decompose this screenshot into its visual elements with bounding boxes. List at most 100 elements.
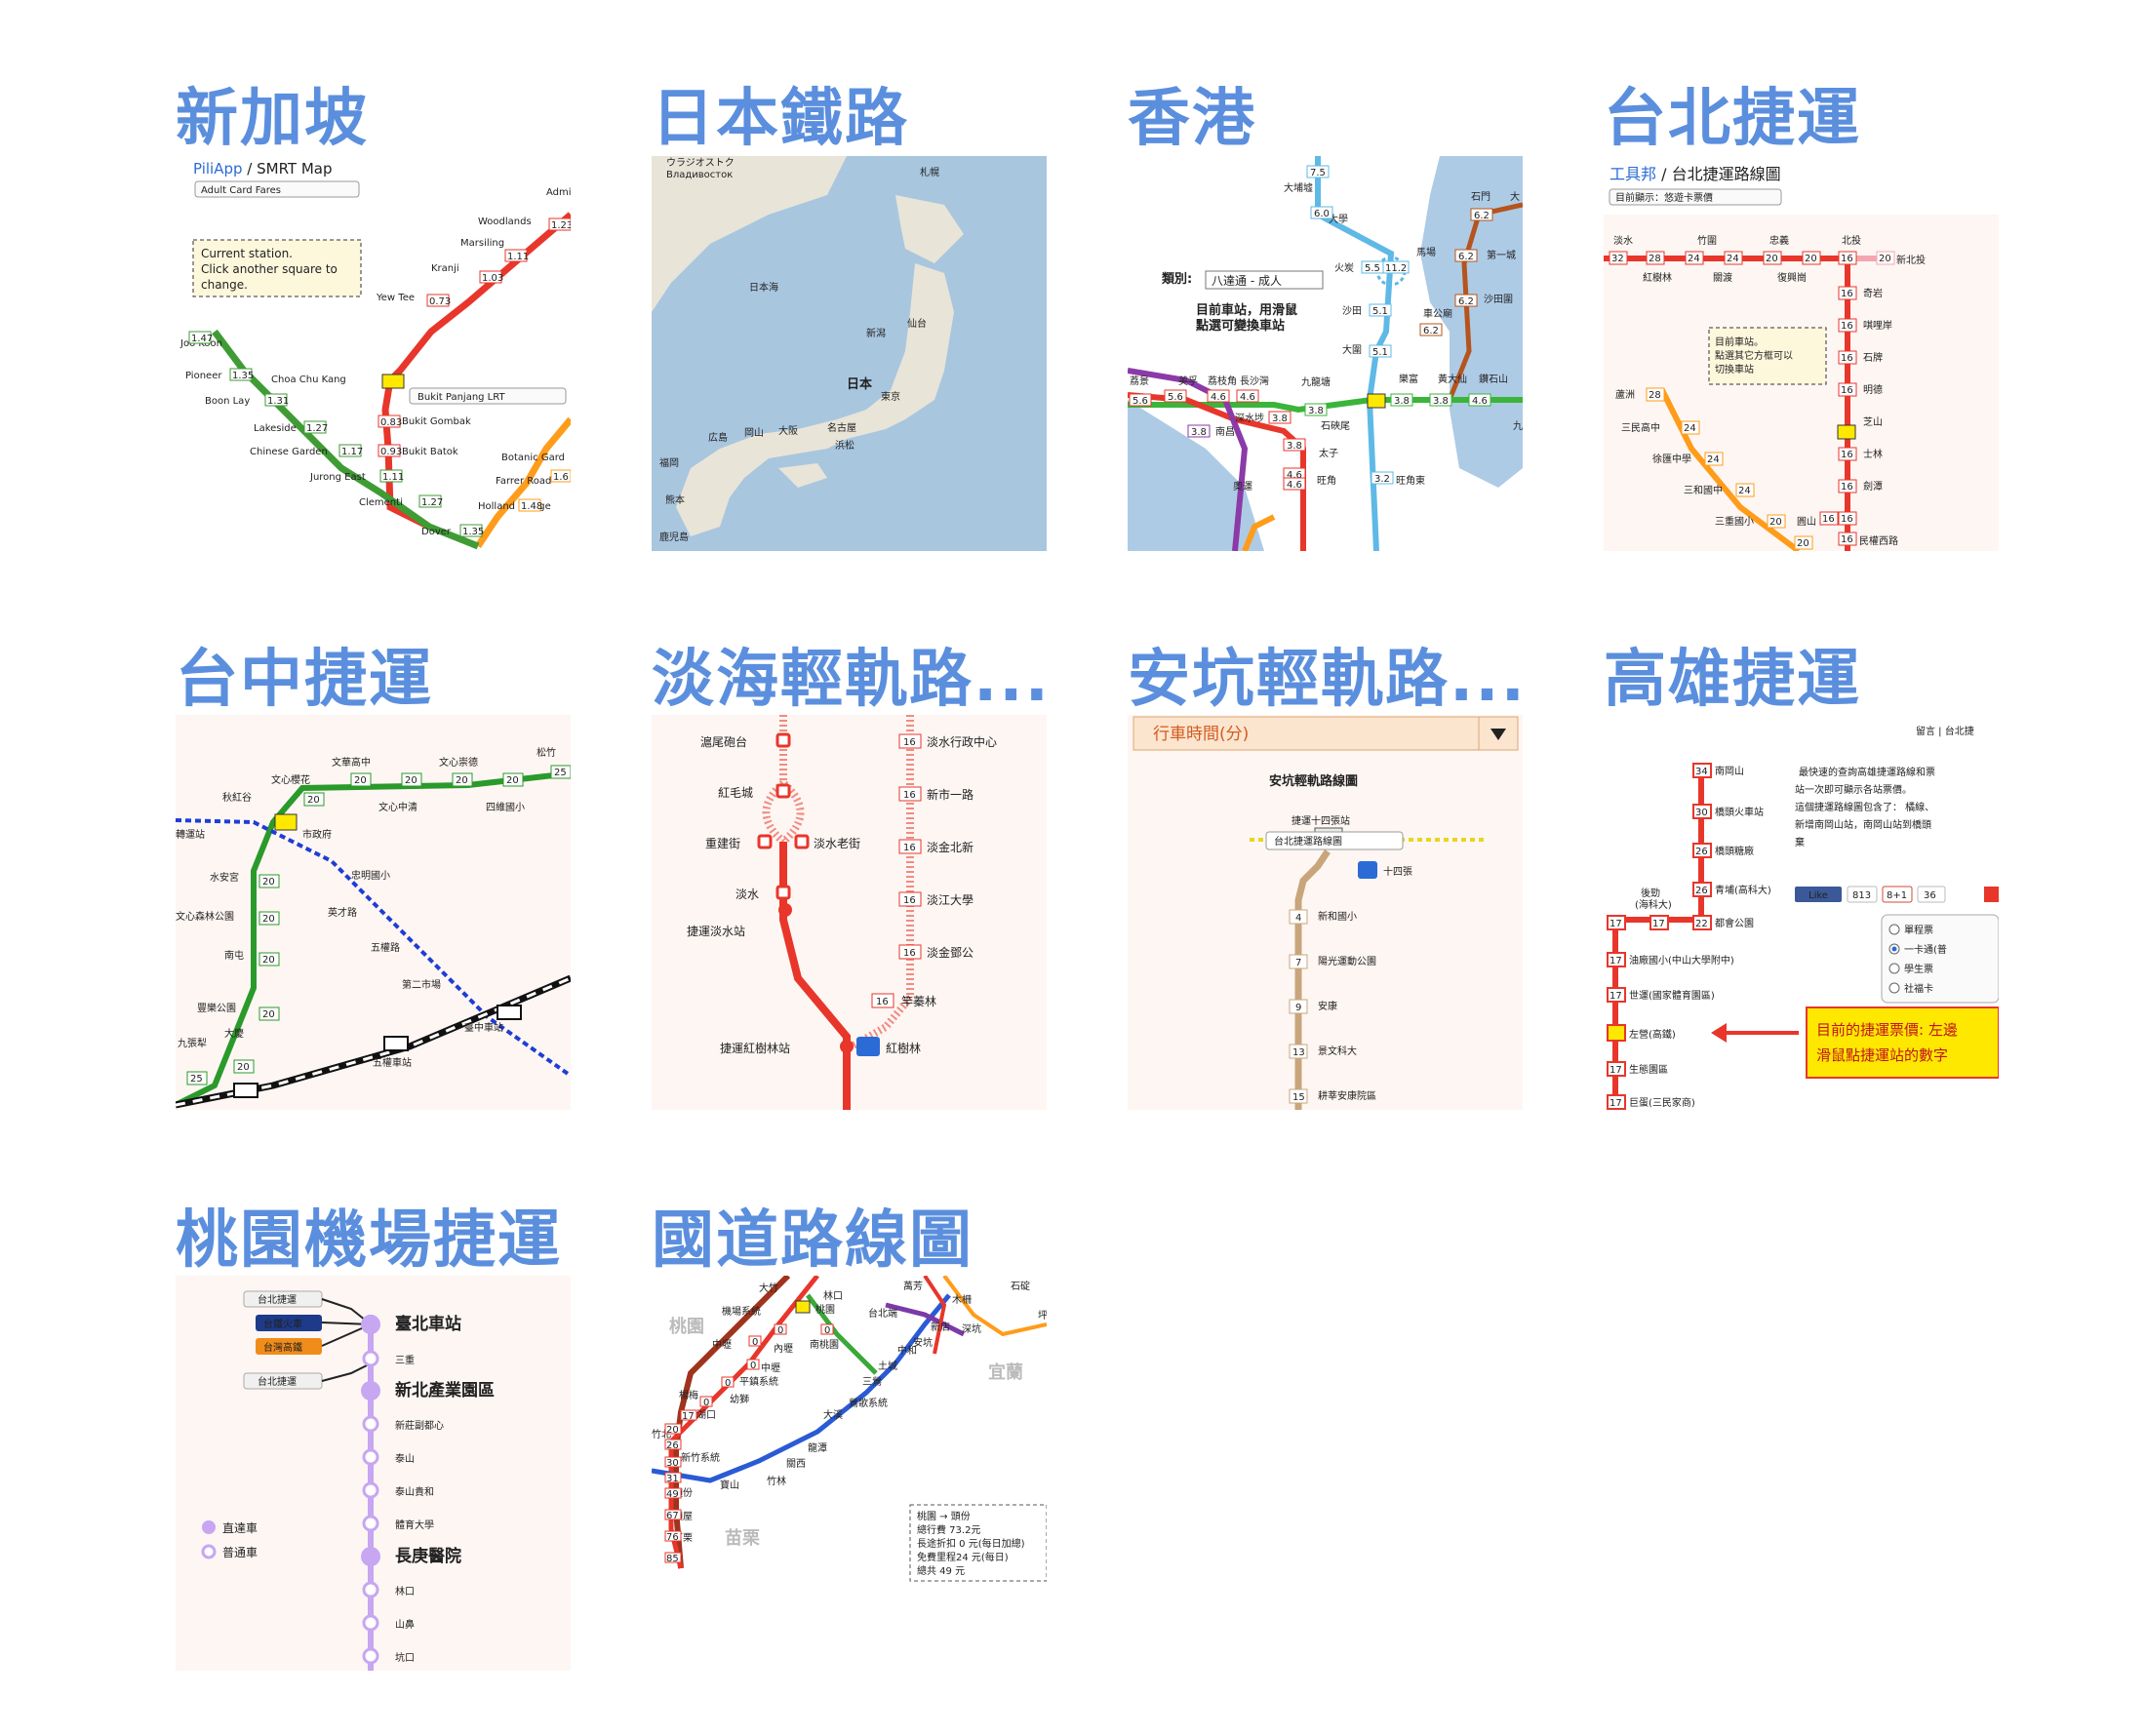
svg-text:30: 30 [1695,808,1708,818]
tile-title[interactable]: 新加坡 [176,83,369,155]
svg-text:31: 31 [666,1474,679,1484]
svg-text:5.6: 5.6 [1168,392,1183,403]
tile-taipei-metro[interactable]: 台北捷運 工具邦 / 台北捷運路線圖 目前顯示：悠遊卡票價 目前車站。 點選其它… [1604,68,2013,556]
svg-text:30: 30 [666,1458,679,1469]
svg-text:新潟: 新潟 [866,327,886,339]
svg-text:學生票: 學生票 [1904,963,1933,975]
taipei-map-thumbnail[interactable]: 工具邦 / 台北捷運路線圖 目前顯示：悠遊卡票價 目前車站。 點選其它方框可以 … [1604,156,1999,551]
svg-text:16: 16 [1841,353,1853,364]
svg-text:平鎮系統: 平鎮系統 [739,1375,778,1388]
svg-text:生態園區: 生態園區 [1629,1063,1668,1076]
hongkong-map-thumbnail[interactable]: 類別: 八達通 - 成人 目前車站，用滑鼠 點選可變換車站 大埔墟 大學 火炭 … [1128,156,1523,551]
svg-text:20: 20 [307,795,320,806]
tile-title[interactable]: 淡海輕軌路... [652,644,1051,716]
tile-danhai-lrt[interactable]: 淡海輕軌路... 滬尾砲台 紅毛城 重建街 淡水老街 淡水 捷運淡水站 捷運紅樹… [652,629,1061,1117]
svg-text:圓山: 圓山 [1797,516,1816,528]
tile-title[interactable]: 國道路線圖 [652,1204,974,1277]
svg-text:石牌: 石牌 [1863,351,1883,364]
tile-title[interactable]: 安坑輕軌路... [1128,644,1527,716]
svg-text:Jurong East: Jurong East [309,472,366,483]
svg-text:豐樂公園: 豐樂公園 [197,1002,236,1014]
svg-text:新莊副都心: 新莊副都心 [395,1419,444,1432]
svg-text:67: 67 [666,1511,679,1521]
svg-text:復興崗: 復興崗 [1777,271,1807,284]
svg-text:24: 24 [1727,254,1739,264]
svg-text:浜松: 浜松 [835,439,854,452]
svg-text:油廠國小(中山大學附中): 油廠國小(中山大學附中) [1629,954,1734,967]
svg-text:台鐵火車: 台鐵火車 [263,1318,302,1330]
kaohsiung-map-thumbnail[interactable]: 留言 | 台北捷 34 30 26 26 22 17 17 17 17 17 1… [1604,715,1999,1110]
svg-text:桃園 → 頭份: 桃園 → 頭份 [917,1510,971,1522]
taichung-map-thumbnail[interactable]: 文華高中 文心崇德 松竹 文心櫻花 秋紅谷 文心中清 四維國小 市政府 轉運站 … [176,715,571,1110]
svg-text:札幌: 札幌 [920,166,939,178]
tile-hong-kong[interactable]: 香港 類別: 八達通 - 成人 目前車站，用滑鼠 點選可變換車站 大埔墟 大學 … [1128,68,1537,556]
svg-text:Click another square to: Click another square to [201,262,338,276]
tile-title[interactable]: 高雄捷運 [1604,644,1861,716]
svg-text:20: 20 [456,775,468,786]
svg-text:土城: 土城 [878,1360,897,1372]
ankeng-map-thumbnail[interactable]: 行車時間(分) 安坑輕軌路線圖 捷運十四張站 台北捷運路線圖 十四張 新和國小 … [1128,715,1523,1110]
svg-text:28: 28 [1649,390,1661,401]
tile-title[interactable]: 日本鐵路 [652,83,909,155]
svg-text:ウラジオストク: ウラジオストク [666,157,735,169]
svg-text:20: 20 [1879,254,1891,264]
svg-text:5.5: 5.5 [1365,263,1380,274]
svg-text:20: 20 [237,1062,250,1073]
danhai-map-thumbnail[interactable]: 滬尾砲台 紅毛城 重建街 淡水老街 淡水 捷運淡水站 捷運紅樹林站 淡水行政中心… [652,715,1047,1110]
svg-text:3.8: 3.8 [1272,414,1288,424]
tile-kaohsiung-metro[interactable]: 高雄捷運 留言 | 台北捷 34 30 26 26 22 17 17 17 17… [1604,629,2013,1117]
svg-text:13: 13 [1292,1047,1305,1058]
tile-taichung-metro[interactable]: 台中捷運 文華高中 文心崇德 松竹 文心櫻花 秋紅谷 文心中清 四維國小 市政府… [176,629,585,1117]
svg-text:楊梅: 楊梅 [679,1389,698,1401]
tile-title[interactable]: 香港 [1128,83,1256,155]
svg-text:26: 26 [1695,886,1708,896]
svg-text:20: 20 [1797,538,1809,549]
svg-text:7.5: 7.5 [1310,168,1326,178]
svg-text:20: 20 [354,775,367,786]
svg-text:棄: 棄 [1795,836,1805,848]
japan-map-thumbnail[interactable]: ウラジオストク Владивосток 札幌 日本海 仙台 新潟 日本 東京 名… [652,156,1047,551]
tile-title[interactable]: 桃園機場捷運 [176,1204,562,1277]
svg-text:都會公園: 都會公園 [1715,917,1754,929]
svg-text:Bukit Batok: Bukit Batok [402,447,458,457]
svg-text:9: 9 [1295,1003,1301,1013]
svg-text:沙田圍: 沙田圍 [1484,294,1513,305]
tile-freeway-map[interactable]: 國道路線圖 桃園 宜蘭 苗栗 大竹 林口 機場系統 桃園 南桃園 內壢 中壢 中… [652,1190,1061,1677]
svg-text:東京: 東京 [881,390,900,403]
tile-ankeng-lrt[interactable]: 安坑輕軌路... 行車時間(分) 安坑輕軌路線圖 捷運十四張站 台北捷運路線圖 … [1128,629,1537,1117]
svg-text:三重國小: 三重國小 [1715,515,1754,528]
svg-text:忠明國小: 忠明國小 [351,870,390,882]
svg-text:切換車站: 切換車站 [1715,363,1754,375]
svg-text:34: 34 [1695,767,1708,777]
tile-taoyuan-airport-mrt[interactable]: 桃園機場捷運 台北捷運 台鐵火車 台灣高鐵 台北捷運 [176,1190,585,1677]
freeway-map-thumbnail[interactable]: 桃園 宜蘭 苗栗 大竹 林口 機場系統 桃園 南桃園 內壢 中壢 中壢 平鎮系統… [652,1276,1047,1671]
svg-text:20: 20 [1769,517,1782,528]
svg-text:安坑: 安坑 [913,1336,933,1349]
svg-text:4.6: 4.6 [1287,470,1302,481]
svg-text:6.2: 6.2 [1423,326,1439,336]
svg-text:一卡通(普: 一卡通(普 [1904,943,1947,956]
singapore-map-thumbnail[interactable]: PiliApp / SMRT Map Adult Card Fares Curr… [176,156,571,551]
svg-text:32: 32 [1611,254,1624,264]
svg-text:滑鼠點捷運站的數字: 滑鼠點捷運站的數字 [1816,1046,1948,1064]
taoyuan-map-thumbnail[interactable]: 台北捷運 台鐵火車 台灣高鐵 台北捷運 臺北車站 三重 新北產業園區 [176,1276,571,1671]
svg-text:最快速的查詢高雄捷運路線和票: 最快速的查詢高雄捷運路線和票 [1799,766,1935,778]
svg-text:3.8: 3.8 [1287,441,1302,452]
tile-title[interactable]: 台北捷運 [1604,83,1861,155]
svg-text:25: 25 [554,768,567,778]
svg-text:20: 20 [1805,254,1817,264]
svg-text:體育大學: 體育大學 [395,1519,434,1531]
tile-japan-rail[interactable]: 日本鐵路 ウラジオストク Владивосток 札幌 日本海 仙台 新潟 日本… [652,68,1061,556]
svg-text:臺中車站: 臺中車站 [464,1021,503,1034]
svg-text:淡金鄧公: 淡金鄧公 [927,945,974,960]
tile-title[interactable]: 台中捷運 [176,644,433,716]
tile-singapore[interactable]: 新加坡 PiliApp / SMRT Map Adult Card Fares … [176,68,585,556]
svg-text:南屯: 南屯 [224,949,244,962]
svg-text:南昌: 南昌 [1215,425,1235,438]
svg-text:0: 0 [750,1361,756,1371]
svg-text:黃大仙: 黃大仙 [1438,373,1467,385]
svg-text:第二市場: 第二市場 [402,978,441,991]
svg-text:桃園: 桃園 [815,1303,835,1316]
svg-text:新增南岡山站，南岡山站到橋頭: 新增南岡山站，南岡山站到橋頭 [1795,818,1931,831]
svg-text:17: 17 [1610,956,1622,967]
